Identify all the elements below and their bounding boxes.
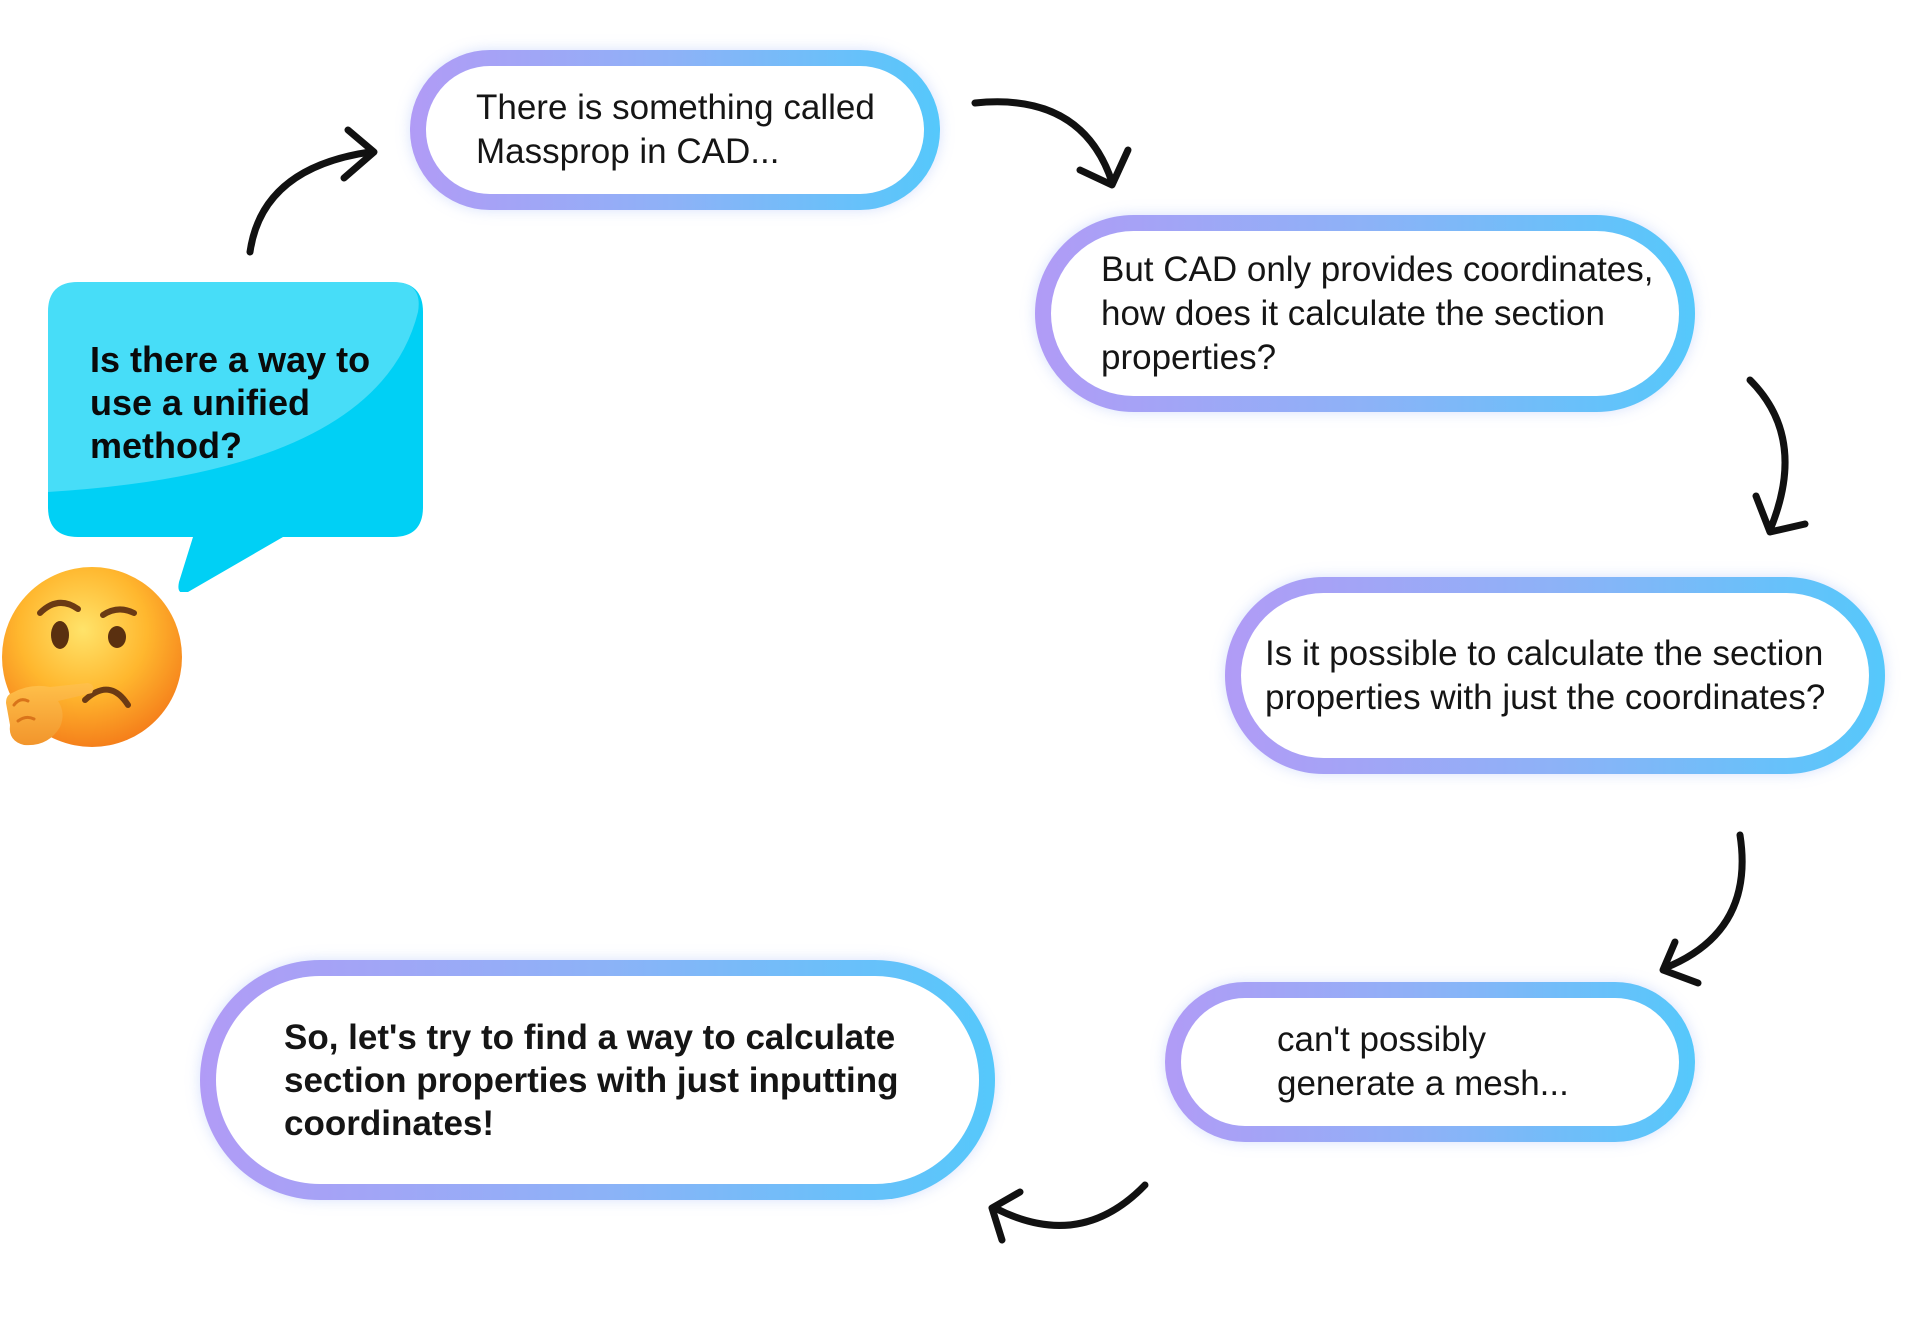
step-bubble-2: But CAD only provides coordinates, how d… [1035, 215, 1695, 412]
step-line: There is something called [476, 88, 875, 127]
arrow-to-step-1 [246, 126, 378, 256]
step-text: So, let's try to find a way to calculate… [284, 1016, 898, 1145]
speech-line: method? [90, 425, 242, 466]
step-line: Massprop in CAD... [476, 132, 780, 171]
step-line: properties? [1101, 337, 1277, 377]
step-text: There is something called Massprop in CA… [476, 86, 875, 174]
step-line: section properties with just inputting [284, 1060, 899, 1100]
step-line: how does it calculate the section [1101, 293, 1605, 333]
step-bubble-5: So, let's try to find a way to calculate… [200, 960, 995, 1200]
arrow-to-step-4 [1659, 831, 1746, 987]
step-text: But CAD only provides coordinates, how d… [1101, 248, 1654, 380]
arrow-to-step-3 [1746, 376, 1809, 536]
step-bubble-1: There is something called Massprop in CA… [410, 50, 940, 210]
step-line: coordinates! [284, 1103, 495, 1143]
arrow-to-step-5 [988, 1181, 1149, 1244]
step-bubble-4: can't possibly generate a mesh... [1165, 982, 1695, 1142]
step-bubble-3: Is it possible to calculate the section … [1225, 577, 1885, 774]
step-line: can't possibly [1277, 1020, 1487, 1059]
arrow-to-step-2 [971, 98, 1132, 189]
thinking-face-icon [2, 567, 182, 747]
speech-line: use a unified [90, 382, 311, 423]
step-line: So, let's try to find a way to calculate [284, 1017, 896, 1057]
step-line: generate a mesh... [1277, 1064, 1569, 1103]
step-line: But CAD only provides coordinates, [1101, 249, 1654, 289]
step-line: Is it possible to calculate the section [1265, 633, 1824, 673]
speech-line: Is there a way to [90, 339, 371, 380]
step-line: properties with just the coordinates? [1265, 677, 1826, 717]
step-text: can't possibly generate a mesh... [1277, 1018, 1569, 1106]
speech-bubble [48, 282, 423, 592]
step-text: Is it possible to calculate the section … [1265, 632, 1825, 720]
speech-bubble-text: Is there a way to use a unified method? [90, 338, 370, 467]
